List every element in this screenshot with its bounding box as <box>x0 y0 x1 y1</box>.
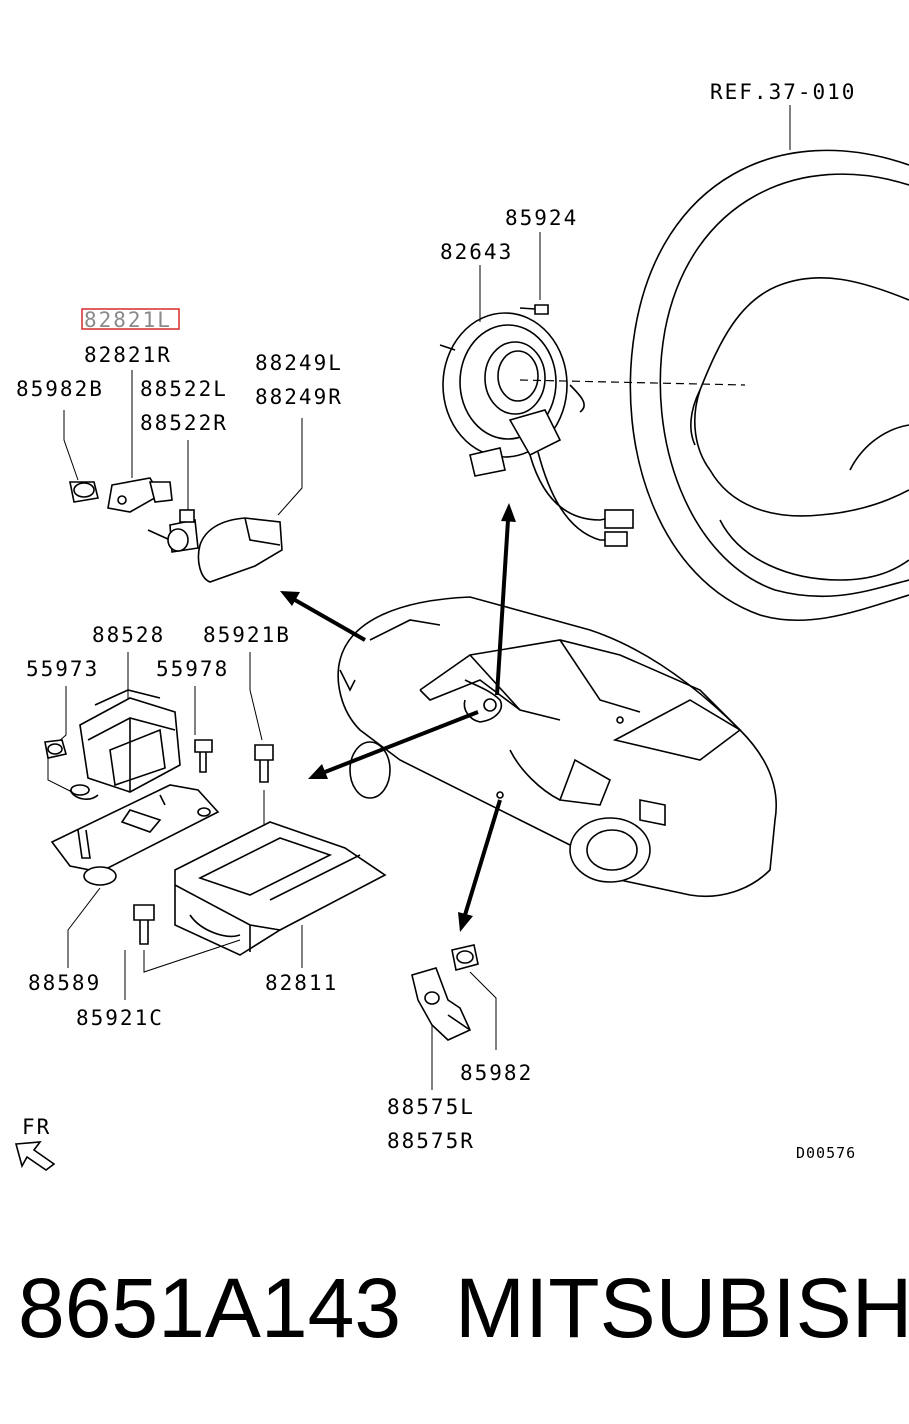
arrow-to-side-sensor <box>458 799 502 932</box>
label-88522R: 88522R <box>140 411 228 435</box>
screw-85924 <box>519 232 549 315</box>
arrow-to-control-unit <box>308 710 479 779</box>
label-88249L: 88249L <box>255 351 343 375</box>
label-82811: 82811 <box>265 971 338 995</box>
brand-name: MITSUBISHI <box>455 1261 909 1355</box>
label-88249R: 88249R <box>255 385 343 409</box>
car-drawing <box>337 596 778 898</box>
label-55978: 55978 <box>156 657 229 681</box>
label-88589: 88589 <box>28 971 101 995</box>
direction-label: FR <box>22 1115 51 1139</box>
label-85924: 85924 <box>505 206 578 230</box>
label-88575R: 88575R <box>387 1129 475 1153</box>
drawing-id: D00576 <box>796 1144 856 1162</box>
label-82643: 82643 <box>440 240 513 264</box>
sensor-group-drawing <box>63 370 303 583</box>
ref-label: REF.37-010 <box>710 80 856 104</box>
arrow-to-clock-spring <box>495 503 516 696</box>
steering-wheel-drawing <box>629 105 909 622</box>
arrow-to-sensor-group <box>280 591 366 642</box>
label-85921B: 85921B <box>203 623 291 647</box>
label-88522L: 88522L <box>140 377 228 401</box>
front-direction-arrow-icon <box>14 1141 56 1171</box>
label-55973: 55973 <box>26 657 99 681</box>
label-85982B: 85982B <box>16 377 104 401</box>
side-sensor-group-drawing <box>411 944 497 1090</box>
label-85982: 85982 <box>460 1061 533 1085</box>
highlight-box-82821L <box>81 308 180 330</box>
part-number: 8651A143 <box>18 1261 402 1355</box>
label-88528: 88528 <box>92 623 165 647</box>
label-82821R: 82821R <box>84 343 172 367</box>
control-unit-group-drawing <box>44 652 387 1000</box>
label-88575L: 88575L <box>387 1095 475 1119</box>
clock-spring-drawing <box>439 265 746 547</box>
label-85921C: 85921C <box>76 1006 164 1030</box>
label-82821L: 82821L <box>84 308 172 332</box>
